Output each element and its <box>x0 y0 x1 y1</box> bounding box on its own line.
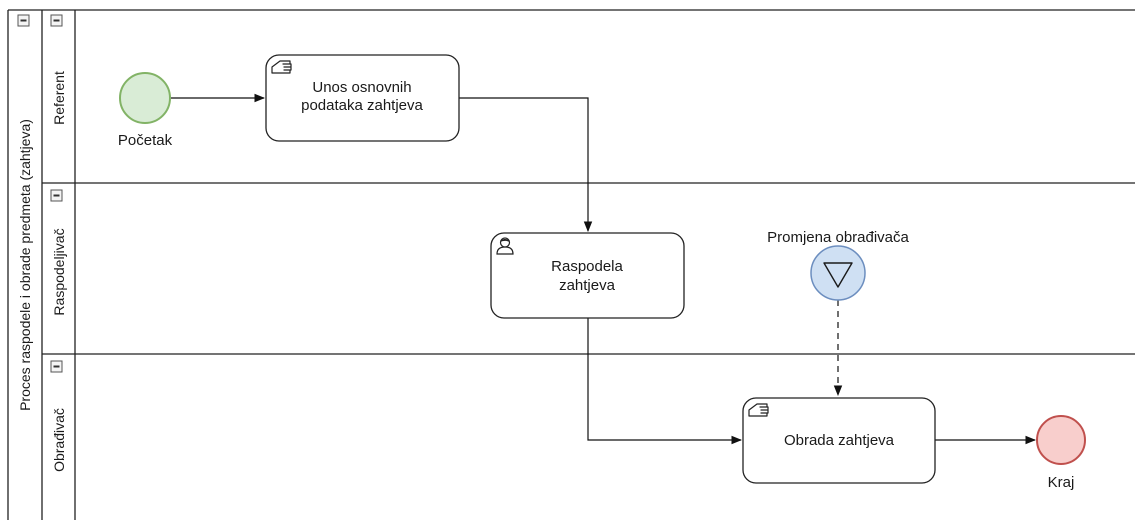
task-label-line-2: zahtjeva <box>559 277 616 294</box>
lane-collapse-button[interactable] <box>50 14 63 27</box>
pool-label: Proces raspodele i obrade predmeta (zaht… <box>17 119 33 411</box>
start-event-label: Početak <box>118 132 173 149</box>
task-label-line-1: Unos osnovnih <box>312 79 411 96</box>
intermediate-signal-event[interactable]: Promjena obrađivača <box>767 229 910 301</box>
task-box[interactable] <box>265 54 460 142</box>
flow-unos-to-raspodela[interactable] <box>459 97 593 233</box>
user-task-icon <box>496 237 514 255</box>
pool-collapse-button[interactable] <box>17 14 30 27</box>
task-label-line-1: Raspodela <box>551 258 623 275</box>
task-label: Obrada zahtjeva <box>784 432 895 449</box>
lane-label: Obrađivač <box>51 408 67 472</box>
lane-obradjivac[interactable]: Obrađivač <box>50 360 67 472</box>
task-unos-osnovnih-podataka[interactable]: Unos osnovnih podataka zahtjeva <box>265 54 460 142</box>
flow-raspodela-to-obrada[interactable] <box>587 318 743 445</box>
end-event[interactable]: Kraj <box>1036 415 1086 491</box>
lane-collapse-button[interactable] <box>50 189 63 202</box>
intermediate-event-circle[interactable] <box>810 245 866 301</box>
intermediate-event-label: Promjena obrađivača <box>767 229 909 246</box>
manual-task-icon <box>271 60 292 74</box>
start-event-circle[interactable] <box>119 72 171 124</box>
lane-raspodeljivac[interactable]: Raspodeljivač <box>50 189 67 316</box>
lane-label: Raspodeljivač <box>51 228 67 315</box>
task-box[interactable] <box>742 397 936 484</box>
end-event-circle[interactable] <box>1036 415 1086 465</box>
task-raspodela-zahtjeva[interactable]: Raspodela zahtjeva <box>490 232 685 319</box>
end-event-label: Kraj <box>1048 474 1075 491</box>
signal-triangle-icon <box>823 262 853 288</box>
manual-task-icon <box>748 403 769 417</box>
lane-label: Referent <box>51 71 67 125</box>
task-label-line-2: podataka zahtjeva <box>301 97 423 114</box>
lane-collapse-button[interactable] <box>50 360 63 373</box>
task-obrada-zahtjeva[interactable]: Obrada zahtjeva <box>742 397 936 484</box>
lane-referent[interactable]: Referent <box>50 14 67 125</box>
start-event[interactable]: Početak <box>118 72 173 149</box>
task-box[interactable] <box>490 232 685 319</box>
